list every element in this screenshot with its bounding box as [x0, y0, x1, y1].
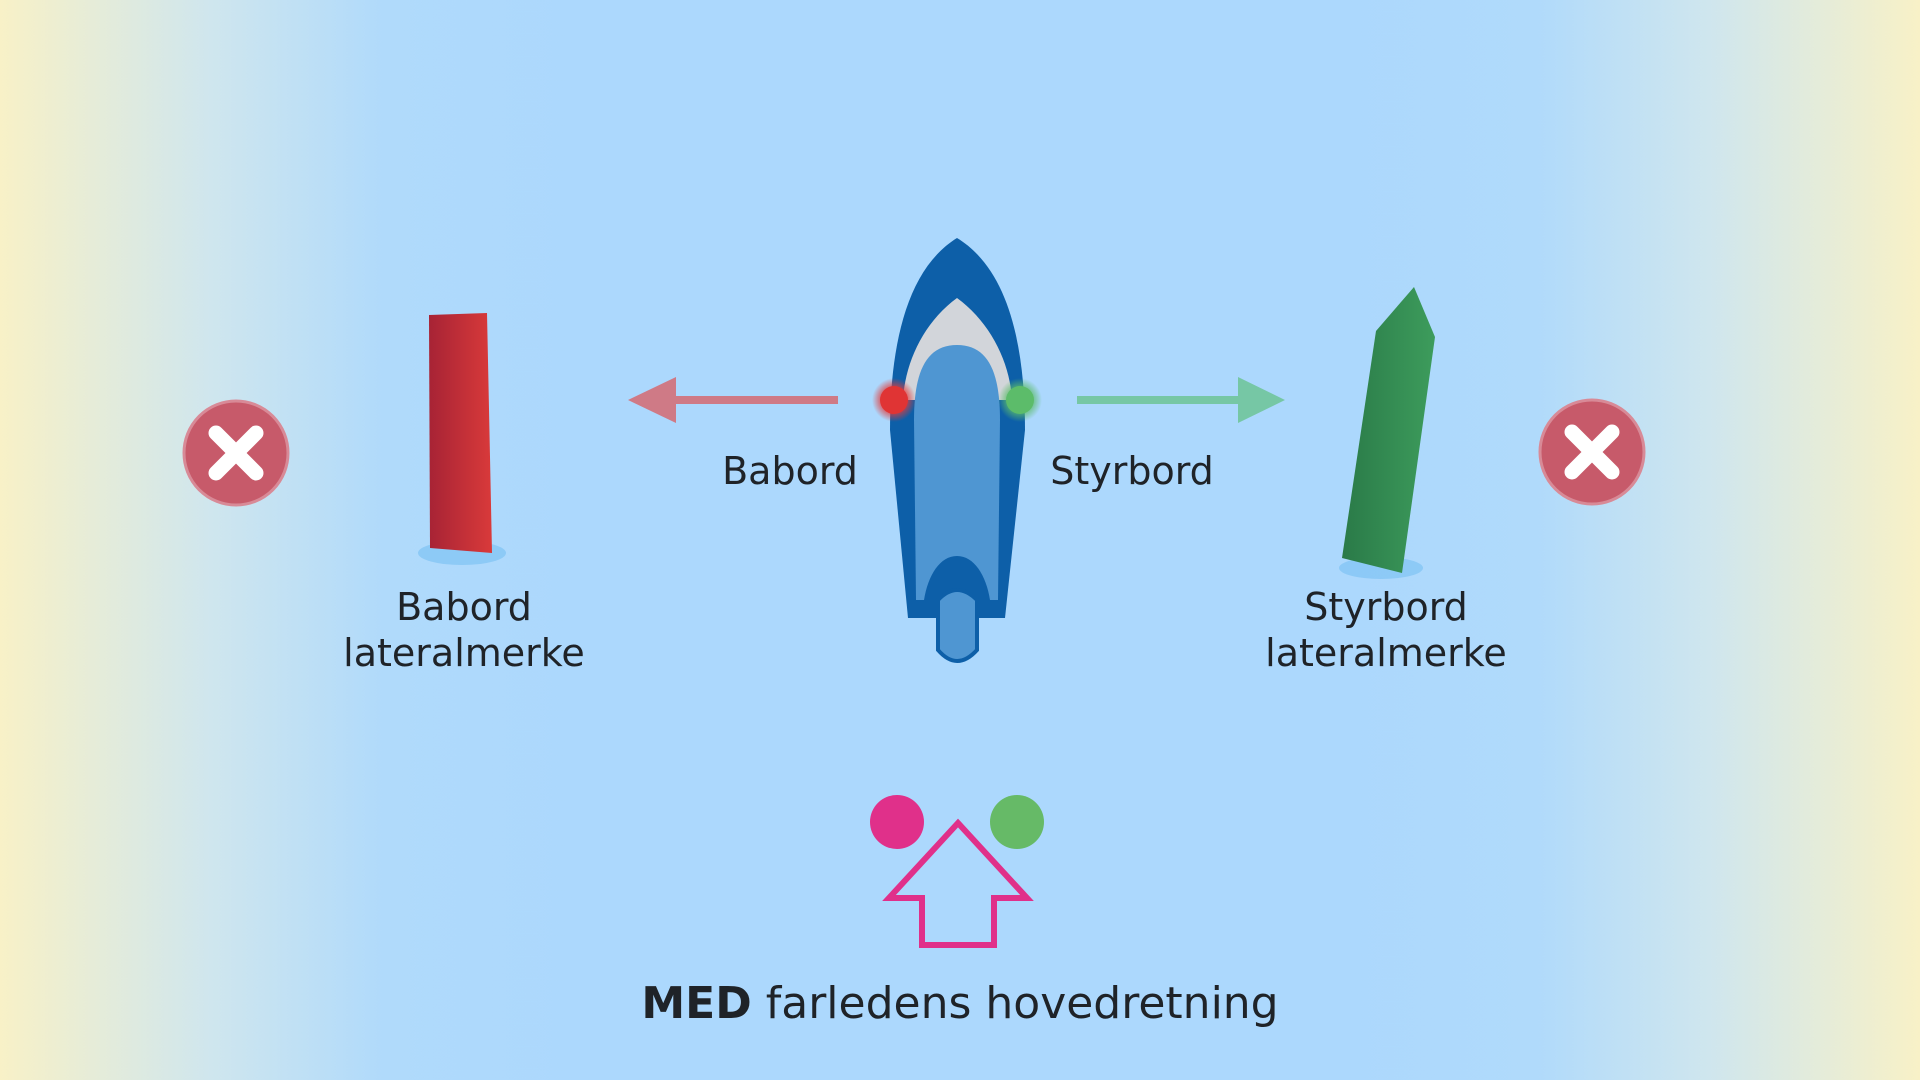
starboard-lateral-mark-icon [1339, 287, 1435, 579]
port-lateral-mark-icon [418, 313, 506, 565]
red-dot-icon [870, 795, 924, 849]
port-lateral-mark-line2: lateralmerke [343, 631, 585, 675]
starboard-label: Styrbord [1032, 448, 1232, 494]
port-label-text: Babord [722, 449, 858, 493]
direction-caption: MED farledens hovedretning [460, 976, 1460, 1032]
port-lateral-mark-label: Babord lateralmerke [314, 584, 614, 676]
starboard-label-text: Styrbord [1050, 449, 1214, 493]
arrow-up-outline-icon [882, 818, 1034, 948]
port-label: Babord [690, 448, 890, 494]
starboard-lateral-mark-label: Styrbord lateralmerke [1236, 584, 1536, 676]
green-dot-icon [990, 795, 1044, 849]
main-direction-symbol [870, 795, 1044, 948]
left-x-circle-icon [182, 399, 290, 507]
port-arrow-icon [628, 377, 838, 423]
caption-bold: MED [641, 978, 752, 1029]
caption-rest: farledens hovedretning [751, 978, 1279, 1029]
boat-icon [872, 238, 1042, 663]
starboard-lateral-mark-line1: Styrbord [1304, 585, 1468, 629]
right-x-circle-icon [1538, 398, 1646, 506]
starboard-arrow-icon [1077, 377, 1285, 423]
starboard-lateral-mark-line2: lateralmerke [1265, 631, 1507, 675]
port-lateral-mark-line1: Babord [396, 585, 532, 629]
